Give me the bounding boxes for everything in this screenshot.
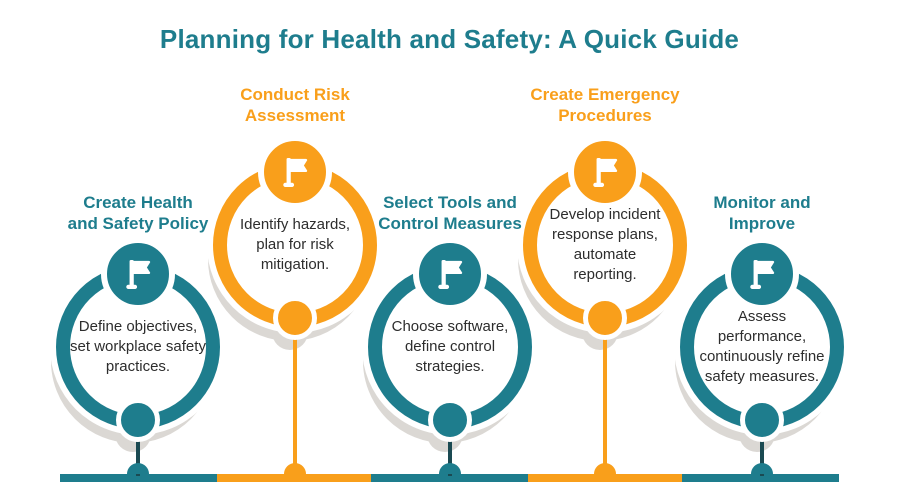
timeline-dome <box>439 463 461 474</box>
timeline-segment-2 <box>217 474 371 482</box>
milestone-dot <box>273 296 317 340</box>
timeline-segment-1 <box>60 474 217 482</box>
milestone-dot <box>116 398 160 442</box>
step-description: Develop incident response plans, automat… <box>549 206 661 283</box>
step-description: Assess performance, continuously refine … <box>699 308 825 385</box>
flag-icon <box>725 237 799 311</box>
flag-icon <box>413 237 487 311</box>
timeline-dome <box>594 463 616 474</box>
timeline-segment-5 <box>682 474 839 482</box>
timeline-dome <box>284 463 306 474</box>
timeline-stem <box>136 420 140 476</box>
timeline-stem <box>293 318 297 476</box>
timeline-dome <box>127 463 149 474</box>
timeline-segment-3 <box>371 474 528 482</box>
step-title: Create Health and Safety Policy <box>67 193 209 233</box>
milestone-dot <box>740 398 784 442</box>
step-title: Monitor and Improve <box>713 193 811 233</box>
flag-icon <box>258 135 332 209</box>
step-description: Define objectives, set workplace safety … <box>70 318 206 375</box>
step-title: Create Emergency Procedures <box>530 85 680 125</box>
step-description: Identify hazards, plan for risk mitigati… <box>239 216 351 273</box>
milestone-dot <box>428 398 472 442</box>
page-title: Planning for Health and Safety: A Quick … <box>159 24 740 54</box>
flag-icon <box>568 135 642 209</box>
timeline-stem <box>603 318 607 476</box>
step-description: Choose software, define control strategi… <box>391 318 509 375</box>
timeline-stem <box>760 420 764 476</box>
step-title: Select Tools and Control Measures <box>378 193 522 233</box>
flag-icon <box>101 237 175 311</box>
timeline-stem <box>448 420 452 476</box>
timeline-dome <box>751 463 773 474</box>
step-title: Conduct Risk Assessment <box>240 85 350 125</box>
milestone-dot <box>583 296 627 340</box>
timeline-segment-4 <box>528 474 682 482</box>
